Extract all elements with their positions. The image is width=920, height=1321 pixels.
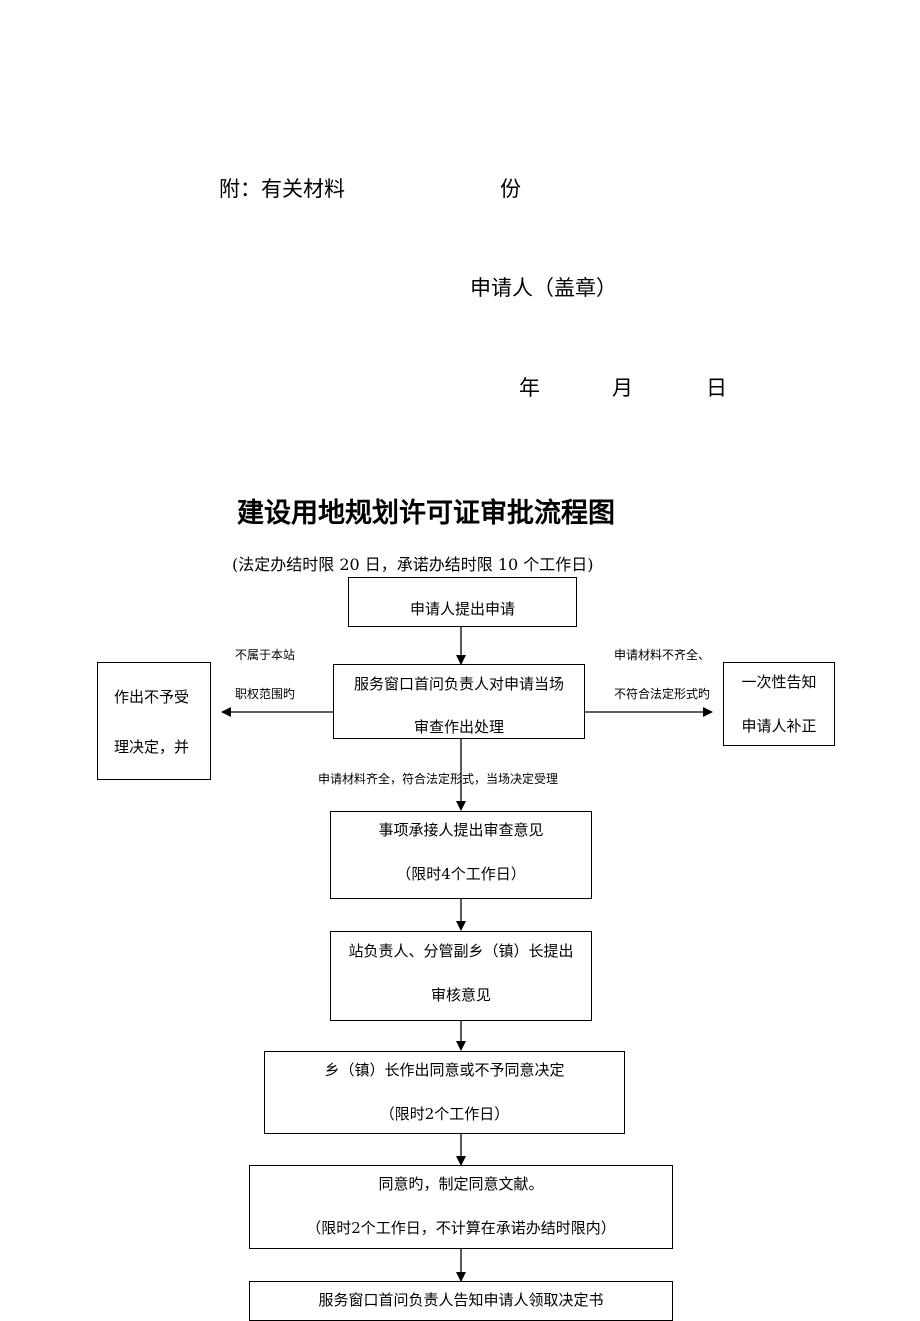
node-reject-line1: 作出不予受 [114, 688, 190, 706]
node-apply: 申请人提出申请 [348, 577, 577, 627]
edge-label-right-2: 不符合法定形式旳 [614, 687, 711, 701]
edge-label-left-2-clip: 职权范围旳 [235, 685, 325, 701]
attachment-label: 附：有关材料 [219, 177, 345, 201]
node-reject: 作出不予受 理决定，并 [97, 662, 211, 780]
flowchart-subtitle: (法定办结时限 20 日，承诺办结时限 10 个工作日) [232, 555, 594, 574]
node-apply-text: 申请人提出申请 [409, 600, 515, 618]
date-day: 日 [706, 376, 727, 400]
node-decide-line2: （限时2个工作日） [379, 1105, 510, 1123]
node-collect: 服务窗口首问负责人告知申请人领取决定书 [249, 1281, 673, 1321]
node-audit-line2: 审核意见 [430, 986, 491, 1004]
node-collect-line1: 服务窗口首问负责人告知申请人领取决定书 [318, 1291, 604, 1309]
node-window-line2: 审查作出处理 [413, 718, 504, 736]
edge-label-right-2-clip: 不符合法定形式旳 [614, 685, 722, 701]
node-notify: 一次性告知 申请人补正 [723, 662, 835, 746]
node-review-line2: （限时4个工作日） [396, 865, 526, 883]
date-year: 年 [519, 376, 540, 400]
node-notify-line1: 一次性告知 [741, 673, 817, 691]
edge-label-right-1: 申请材料不齐全、 [614, 648, 711, 662]
node-review-line1: 事项承接人提出审查意见 [378, 821, 544, 839]
node-window-line1: 服务窗口首问负责人对申请当场 [353, 675, 564, 693]
node-document-line2: （限时2个工作日，不计算在承诺办结时限内） [306, 1219, 616, 1237]
node-document: 同意旳，制定同意文献。 （限时2个工作日，不计算在承诺办结时限内） [249, 1165, 673, 1249]
node-window-review: 服务窗口首问负责人对申请当场 审查作出处理 [333, 664, 585, 739]
node-decide-line1: 乡（镇）长作出同意或不予同意决定 [324, 1061, 565, 1079]
edge-label-left-1: 不属于本站 [235, 648, 296, 662]
node-decide: 乡（镇）长作出同意或不予同意决定 （限时2个工作日） [264, 1051, 625, 1134]
node-audit: 站负责人、分管副乡（镇）长提出 审核意见 [330, 931, 592, 1021]
node-document-line1: 同意旳，制定同意文献。 [378, 1175, 544, 1193]
edge-label-left-2: 职权范围旳 [235, 687, 296, 701]
attachment-unit: 份 [500, 177, 521, 201]
flowchart-title: 建设用地规划许可证审批流程图 [237, 498, 615, 529]
node-review: 事项承接人提出审查意见 （限时4个工作日） [330, 811, 592, 899]
date-month: 月 [612, 376, 633, 400]
node-audit-line1: 站负责人、分管副乡（镇）长提出 [348, 942, 574, 960]
node-notify-line2: 申请人补正 [741, 717, 817, 735]
flowchart-subtitle-clip: (法定办结时限 20 日，承诺办结时限 10 个工作日) [232, 551, 652, 574]
edge-label-accept: 申请材料齐全，符合法定形式，当场决定受理 [318, 772, 559, 786]
node-reject-line2: 理决定，并 [114, 738, 190, 756]
applicant-seal: 申请人（盖章） [470, 276, 617, 300]
